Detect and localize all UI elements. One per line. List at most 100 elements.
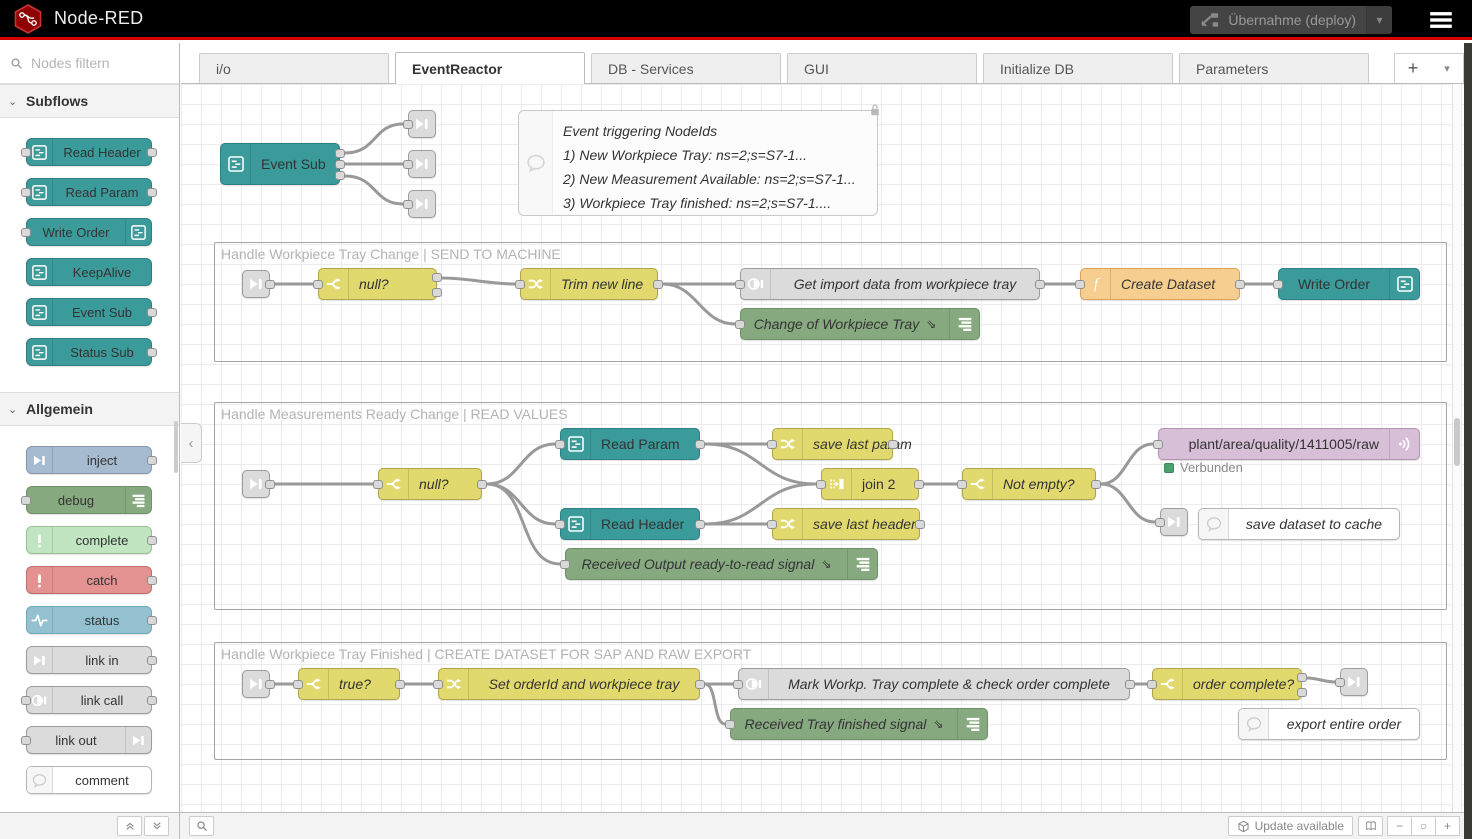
port-out[interactable] <box>477 480 487 489</box>
palette-node-link-out[interactable]: link out <box>21 726 152 754</box>
palette-scrollbar[interactable] <box>174 421 178 473</box>
group-send-to-machine[interactable]: Handle Workpiece Tray Change | SEND TO M… <box>214 242 1447 362</box>
node-change-trim[interactable]: Trim new line <box>515 268 663 300</box>
node-link-out[interactable] <box>403 150 436 178</box>
wire[interactable] <box>485 482 562 566</box>
zoom-out-button[interactable]: − <box>1387 816 1412 836</box>
port-out[interactable] <box>914 480 924 489</box>
node-change-set-orderid[interactable]: Set orderId and workpiece tray <box>433 668 705 700</box>
port-out[interactable] <box>147 536 157 545</box>
port-in[interactable] <box>293 680 303 689</box>
palette-node-status[interactable]: status <box>26 606 157 634</box>
port-in[interactable] <box>767 440 777 449</box>
flow-canvas[interactable]: Handle Workpiece Tray Change | SEND TO M… <box>181 84 1464 812</box>
zoom-in-button[interactable]: + <box>1435 816 1460 836</box>
node-link-call-get-import[interactable]: Get import data from workpiece tray <box>735 268 1045 300</box>
flow-list-button[interactable]: ▾ <box>1444 63 1450 75</box>
palette-node-read-param[interactable]: Read Param <box>21 178 157 206</box>
node-subflow-read-param[interactable]: Read Param <box>555 428 705 460</box>
port-out[interactable] <box>395 680 405 689</box>
deploy-options-button[interactable]: ▾ <box>1366 6 1392 34</box>
port-in[interactable] <box>560 560 570 569</box>
port-in[interactable] <box>816 480 826 489</box>
port-in[interactable] <box>555 440 565 449</box>
port-in[interactable] <box>21 736 31 745</box>
node-link-in[interactable] <box>242 670 275 698</box>
group-read-values[interactable]: Handle Measurements Ready Change | READ … <box>214 402 1447 610</box>
palette-search-input[interactable]: Nodes filtern <box>0 43 179 84</box>
node-switch-not-empty[interactable]: Not empty? <box>957 468 1101 500</box>
palette-node-event-sub[interactable]: Event Sub <box>26 298 157 326</box>
port-in[interactable] <box>1155 518 1165 527</box>
palette-node-debug[interactable]: debug <box>21 486 152 514</box>
palette-node-complete[interactable]: complete <box>26 526 157 554</box>
tab-io[interactable]: i/o <box>199 53 389 83</box>
port-out-1[interactable] <box>432 273 442 282</box>
wire[interactable] <box>440 276 517 286</box>
node-switch-null[interactable]: null? <box>373 468 487 500</box>
wire[interactable] <box>661 282 737 326</box>
port-in[interactable] <box>1335 678 1345 687</box>
port-out[interactable] <box>265 280 275 289</box>
port-out[interactable] <box>1235 280 1245 289</box>
port-out[interactable] <box>147 616 157 625</box>
port-in[interactable] <box>767 520 777 529</box>
palette-node-inject[interactable]: inject <box>26 446 157 474</box>
port-in[interactable] <box>725 720 735 729</box>
port-in[interactable] <box>433 680 443 689</box>
port-out[interactable] <box>653 280 663 289</box>
node-subflow-read-header[interactable]: Read Header <box>555 508 705 540</box>
port-out[interactable] <box>147 656 157 665</box>
tab-gui[interactable]: GUI <box>787 53 977 83</box>
port-in[interactable] <box>735 280 745 289</box>
port-out[interactable] <box>147 188 157 197</box>
port-out[interactable] <box>147 576 157 585</box>
port-out-2[interactable] <box>335 160 345 169</box>
port-out[interactable] <box>265 680 275 689</box>
port-in[interactable] <box>21 188 31 197</box>
group-tray-finished[interactable]: Handle Workpiece Tray Finished | CREATE … <box>214 642 1447 760</box>
main-menu-button[interactable] <box>1428 8 1454 32</box>
port-in[interactable] <box>21 228 31 237</box>
port-out[interactable] <box>147 456 157 465</box>
port-out[interactable] <box>888 440 898 449</box>
wire[interactable] <box>703 442 818 486</box>
palette-node-status-sub[interactable]: Status Sub <box>26 338 157 366</box>
port-in[interactable] <box>403 200 413 209</box>
port-in[interactable] <box>373 480 383 489</box>
node-comment-export-order[interactable]: export entire order <box>1238 708 1420 740</box>
collapsed-sidebar-strip[interactable] <box>1464 43 1472 839</box>
wire[interactable] <box>703 482 818 526</box>
port-out[interactable] <box>147 696 157 705</box>
port-out[interactable] <box>915 520 925 529</box>
wire[interactable] <box>1305 676 1337 684</box>
node-debug-received-output[interactable]: Received Output ready-to-read signal⇘ <box>560 548 878 580</box>
comment-box[interactable]: Event triggering NodeIds 1) New Workpiec… <box>518 110 878 216</box>
node-link-out[interactable] <box>403 110 436 138</box>
palette-node-link-in[interactable]: link in <box>26 646 157 674</box>
port-in[interactable] <box>515 280 525 289</box>
tab-initialize-db[interactable]: Initialize DB <box>983 53 1173 83</box>
port-in[interactable] <box>21 496 31 505</box>
port-in[interactable] <box>1153 440 1163 449</box>
palette-expand-all-button[interactable] <box>144 816 169 836</box>
zoom-reset-button[interactable]: ○ <box>1411 816 1436 836</box>
port-out[interactable] <box>147 148 157 157</box>
node-link-out[interactable] <box>1335 668 1368 696</box>
node-link-out[interactable] <box>1155 508 1188 536</box>
port-out[interactable] <box>1091 480 1101 489</box>
node-subflow-write-order[interactable]: Write Order <box>1273 268 1420 300</box>
node-debug-change-tray[interactable]: Change of Workpiece Tray⇘ <box>735 308 980 340</box>
tab-db-services[interactable]: DB - Services <box>591 53 781 83</box>
node-link-in[interactable] <box>242 270 275 298</box>
port-out[interactable] <box>147 348 157 357</box>
node-link-out[interactable] <box>403 190 436 218</box>
wire[interactable] <box>1099 442 1155 486</box>
port-out[interactable] <box>695 680 705 689</box>
node-join-2[interactable]: join 2 <box>816 468 924 500</box>
node-change-save-last-header[interactable]: save last header <box>767 508 925 540</box>
port-out[interactable] <box>695 520 705 529</box>
node-comment-save-cache[interactable]: save dataset to cache <box>1198 508 1400 540</box>
scrollbar-thumb[interactable] <box>1454 418 1460 466</box>
wire[interactable] <box>485 442 557 486</box>
